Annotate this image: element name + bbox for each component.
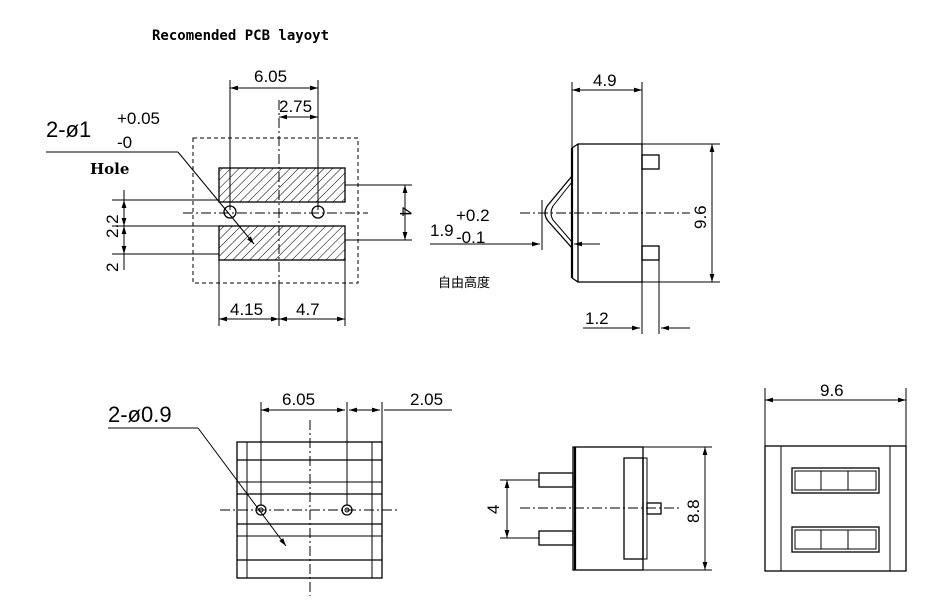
pcb-hole-tol-minus: -0 — [117, 133, 132, 152]
side-view: 4.9 9.6 1.9 +0.2 -0.1 自由高度 1.2 — [430, 71, 720, 334]
end-pin-top — [538, 472, 574, 488]
side-body-edge — [571, 277, 579, 283]
end-pin-bottom — [538, 530, 574, 546]
top-button-lower-inner — [794, 529, 877, 550]
dim-pcb-bottom-right: 4.7 — [296, 300, 320, 319]
dim-side-width: 4.9 — [593, 71, 617, 90]
dim-top-width: 9.6 — [820, 381, 844, 400]
dim-pcb-top: 6.05 — [254, 67, 287, 86]
free-height-label: 自由高度 — [438, 275, 490, 291]
dim-end-pin-pitch: 4 — [484, 505, 503, 514]
hole-leader-line — [197, 427, 287, 547]
side-pin-bottom — [641, 245, 660, 261]
top-button-upper-inner — [794, 470, 877, 491]
top-button-lower — [791, 526, 880, 553]
pcb-hole-spec: 2-ø1 — [46, 117, 91, 142]
top-view: 9.6 — [764, 381, 907, 572]
dim-bottom-offset: 2.05 — [410, 390, 443, 409]
dim-side-pin: 1.2 — [585, 309, 609, 328]
dim-pcb-left-a: 2.2 — [103, 214, 122, 238]
side-actuator-inner — [550, 181, 573, 243]
pcb-outline — [192, 137, 359, 284]
bottom-hole-right-inner — [344, 507, 350, 513]
pcb-layout-view: 2-ø1 +0.05 -0 Hole 6.05 2.75 4 2.2 2 — [46, 67, 415, 326]
top-frame — [780, 445, 891, 572]
dim-pcb-bottom-left: 4.15 — [230, 300, 263, 319]
bottom-view: 2-ø0.9 6.05 2.05 — [108, 390, 452, 596]
top-button-upper — [791, 467, 880, 494]
end-view: 4 8.8 — [484, 446, 712, 571]
pcb-hole-tol-plus: +0.05 — [117, 109, 160, 128]
dim-side-travel: 1.9 — [430, 221, 454, 240]
dim-bottom-pitch: 6.05 — [282, 390, 315, 409]
bottom-hole-spec: 2-ø0.9 — [108, 402, 172, 427]
dim-side-travel-tol-plus: +0.2 — [456, 206, 490, 225]
dim-end-height: 8.8 — [684, 499, 703, 523]
dim-pcb-offset: 2.75 — [279, 97, 312, 116]
pcb-pad-bottom — [218, 225, 346, 261]
dim-pcb-pad-pitch: 4 — [396, 207, 415, 216]
dim-pcb-left-b: 2 — [103, 263, 122, 272]
dim-side-height: 9.6 — [691, 205, 710, 229]
side-pin-top — [641, 154, 660, 170]
side-body-edge — [571, 143, 579, 149]
dim-side-travel-tol-minus: -0.1 — [456, 228, 485, 247]
hole-leader-line — [177, 151, 255, 245]
pcb-hole-label: Hole — [90, 160, 129, 178]
drawing-title: Recomended PCB layoyt — [152, 28, 329, 44]
pcb-pad-top — [218, 167, 346, 203]
